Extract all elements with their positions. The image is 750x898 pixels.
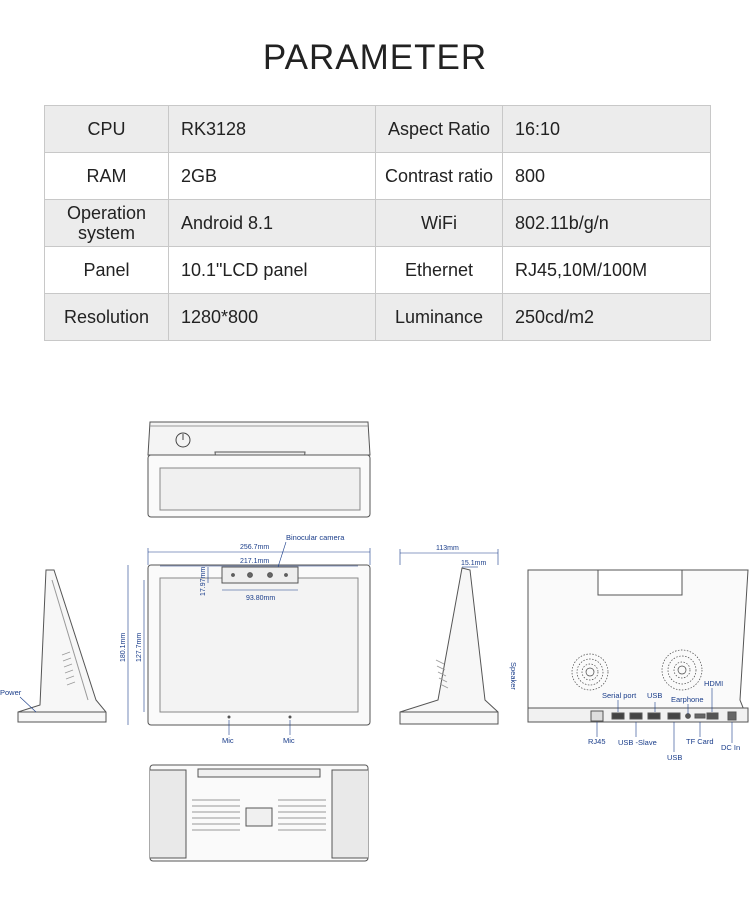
spec-label-line: system <box>77 223 135 243</box>
bottom-view <box>149 764 369 862</box>
spec-label-ram: RAM <box>44 152 169 200</box>
speaker-grille-icon <box>571 653 609 691</box>
top-view <box>147 421 371 518</box>
side-view-left <box>17 569 107 723</box>
page-title: PARAMETER <box>262 38 488 77</box>
dim-height-label: 180.1mm <box>120 633 127 662</box>
spec-label-resolution: Resolution <box>44 293 169 341</box>
spec-value-resolution: 1280*800 <box>168 293 376 341</box>
spec-label-aspect-ratio: Aspect Ratio <box>375 105 503 153</box>
usb-slave-label: USB -Slave <box>618 738 657 747</box>
spec-label-ethernet: Ethernet <box>375 246 503 294</box>
spec-value-ethernet: RJ45,10M/100M <box>502 246 711 294</box>
dim-camera-width-label: 93.80mm <box>246 595 275 602</box>
rj45-label: RJ45 <box>588 737 606 746</box>
table-row: Panel 10.1"LCD panel Ethernet RJ45,10M/1… <box>44 246 711 294</box>
mic-left-label: Mic <box>222 736 234 745</box>
speaker-label: Speaker <box>509 662 518 690</box>
table-row: Operation system Android 8.1 WiFi 802.11… <box>44 199 711 247</box>
front-dimension-lines <box>127 541 371 735</box>
speaker-grille-icon <box>661 649 703 691</box>
dim-inner-width-label: 217.1mm <box>240 558 269 565</box>
earphone-label: Earphone <box>671 695 704 704</box>
spec-value-operation-system: Android 8.1 <box>168 199 376 247</box>
dim-width-label: 256.7mm <box>240 544 269 551</box>
usb-top-label: USB <box>647 691 662 700</box>
spec-value-contrast-ratio: 800 <box>502 152 711 200</box>
power-button-icon <box>175 432 191 448</box>
spec-value-wifi: 802.11b/g/n <box>502 199 711 247</box>
spec-label-contrast-ratio: Contrast ratio <box>375 152 503 200</box>
back-view <box>527 569 749 723</box>
spec-value-cpu: RK3128 <box>168 105 376 153</box>
usb-bottom-label: USB <box>667 753 682 762</box>
table-row: CPU RK3128 Aspect Ratio 16:10 <box>44 105 711 153</box>
spec-label-panel: Panel <box>44 246 169 294</box>
table-row: RAM 2GB Contrast ratio 800 <box>44 152 711 200</box>
mic-right-label: Mic <box>283 736 295 745</box>
binocular-camera-label: Binocular camera <box>286 533 345 542</box>
spec-label-cpu: CPU <box>44 105 169 153</box>
table-row: Resolution 1280*800 Luminance 250cd/m2 <box>44 293 711 341</box>
spec-value-ram: 2GB <box>168 152 376 200</box>
spec-label-line: Operation <box>66 203 147 223</box>
dc-in-label: DC In <box>721 743 740 752</box>
spec-value-panel: 10.1"LCD panel <box>168 246 376 294</box>
dim-screen-height-label: 127.7mm <box>136 633 143 662</box>
spec-label-operation-system: Operation system <box>44 199 169 247</box>
tf-card-label: TF Card <box>686 737 714 746</box>
side-dimension-lines <box>399 549 499 568</box>
port-leader-lines <box>596 688 733 752</box>
front-view <box>147 564 371 726</box>
spec-label-luminance: Luminance <box>375 293 503 341</box>
dim-camera-height-label: 17.97mm <box>200 567 207 596</box>
hdmi-label: HDMI <box>704 679 723 688</box>
device-drawings: Power Binocular camera 256.7mm 217.1mm 9… <box>0 421 749 862</box>
parameter-table: CPU RK3128 Aspect Ratio 16:10 RAM 2GB Co… <box>44 105 711 341</box>
serial-port-label: Serial port <box>602 691 637 700</box>
spec-value-luminance: 250cd/m2 <box>502 293 711 341</box>
spec-value-aspect-ratio: 16:10 <box>502 105 711 153</box>
spec-label-wifi: WiFi <box>375 199 503 247</box>
side-view-right <box>399 567 499 725</box>
dim-top-depth-label: 15.1mm <box>461 560 486 567</box>
power-label: Power <box>0 688 22 697</box>
dim-depth-label: 113mm <box>436 545 459 552</box>
